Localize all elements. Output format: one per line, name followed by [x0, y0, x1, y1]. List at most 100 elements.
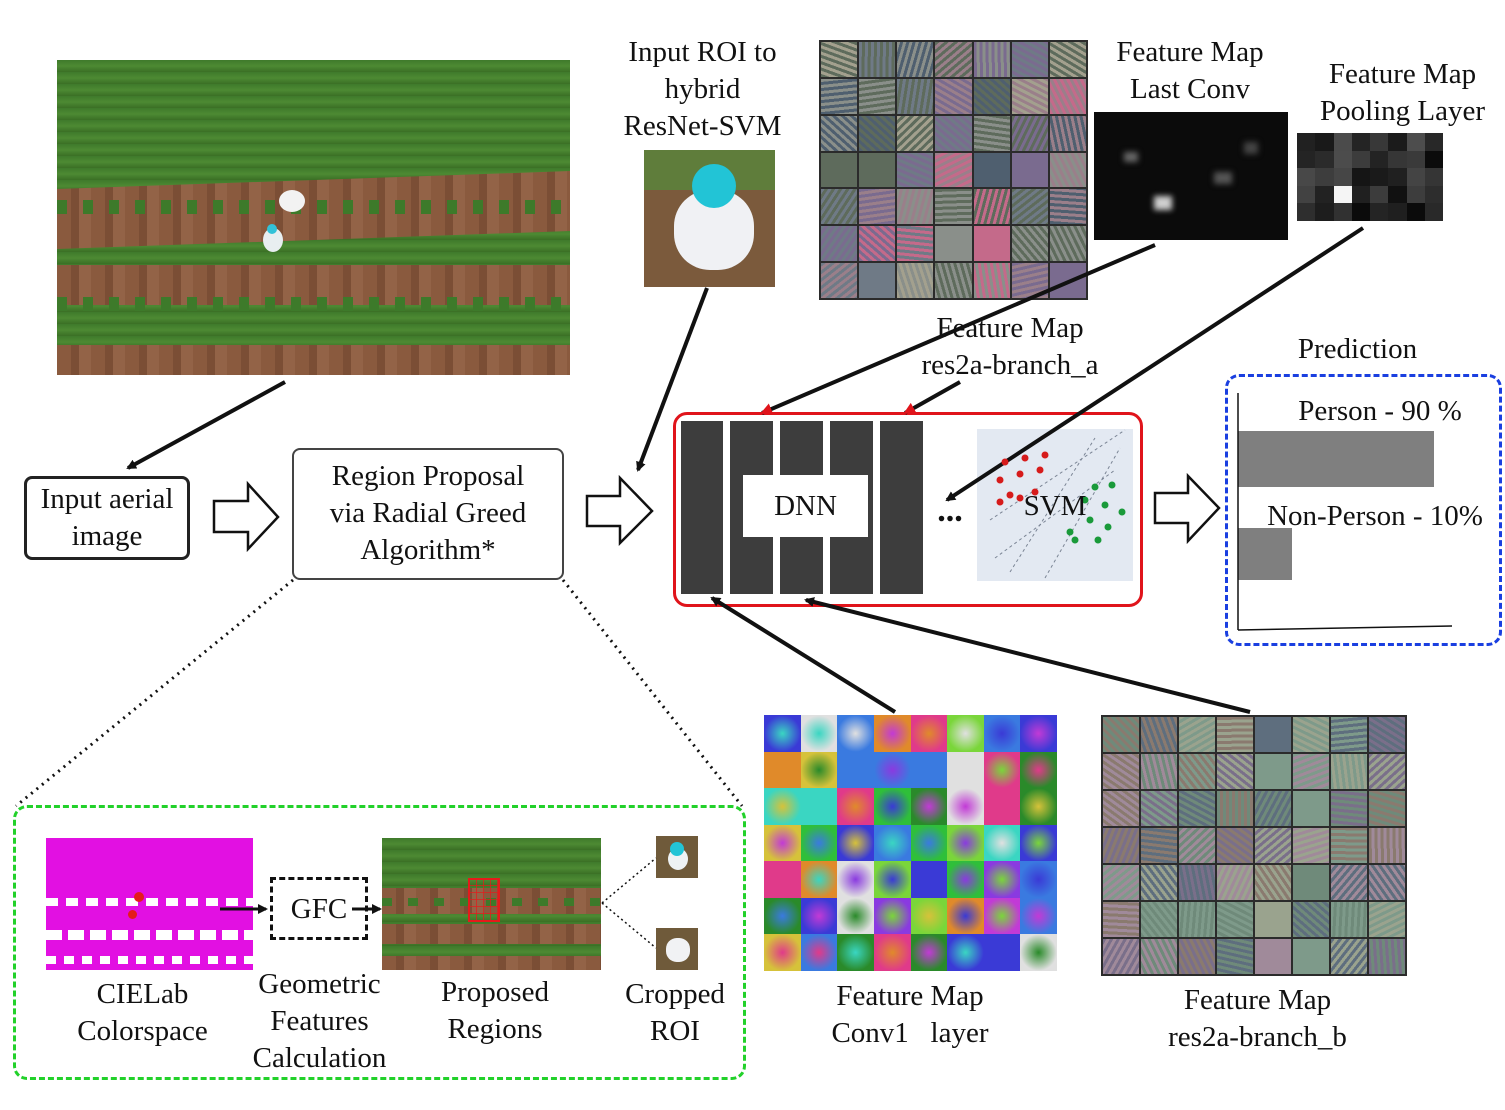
feature-tile	[1217, 902, 1253, 937]
feature-tile	[1049, 226, 1086, 262]
block-arrow-1	[212, 480, 280, 553]
cielab-image	[46, 838, 253, 970]
feature-tile	[897, 189, 934, 225]
feature-tile	[821, 78, 858, 114]
feature-map-res2a-b	[1101, 715, 1407, 976]
pool-cell	[1370, 150, 1389, 169]
feature-tile	[859, 115, 896, 151]
pool-cell	[1406, 168, 1425, 186]
pool-cell	[1388, 203, 1407, 221]
feature-tile	[1331, 902, 1367, 937]
feature-tile	[1369, 939, 1405, 974]
pool-cell	[1297, 203, 1316, 221]
fm-pooling-image	[1297, 133, 1443, 221]
feature-tile	[1011, 115, 1048, 151]
feature-tile	[910, 861, 948, 898]
feature-tile	[859, 189, 896, 225]
feature-tile	[1217, 939, 1253, 974]
feature-tile	[1331, 791, 1367, 826]
feature-tile	[1293, 902, 1329, 937]
feature-tile	[897, 263, 934, 298]
feature-tile	[1255, 754, 1291, 789]
feature-tile	[1011, 189, 1048, 225]
svm-point-green	[1101, 501, 1109, 509]
feature-tile	[1217, 828, 1253, 863]
feature-tile	[947, 751, 984, 789]
svm-point-green	[1081, 496, 1089, 504]
zoom-line-left	[15, 578, 294, 808]
feature-map-conv1	[764, 715, 1057, 971]
feature-tile	[935, 42, 972, 77]
feature-tile	[764, 715, 801, 752]
svm-point-red	[1041, 451, 1049, 459]
feature-tile	[983, 788, 1021, 825]
dnn-layer-1	[681, 421, 723, 594]
arrow-res2a-a-to-dnn	[903, 380, 961, 415]
feature-tile	[1103, 717, 1139, 752]
svm-point-red	[1001, 458, 1009, 466]
non-person-label: Non-Person - 10%	[1267, 500, 1483, 532]
feature-tile	[1011, 42, 1048, 77]
pool-cell	[1351, 133, 1370, 151]
feature-tile	[1179, 717, 1215, 752]
svm-point-red	[1016, 470, 1024, 478]
feature-tile	[897, 42, 934, 77]
feature-tile	[973, 78, 1010, 114]
feature-tile	[1255, 791, 1291, 826]
pool-cell	[1297, 150, 1316, 169]
feature-tile	[800, 824, 838, 862]
feature-tile	[935, 115, 972, 151]
feature-tile	[1141, 754, 1177, 789]
feature-tile	[973, 152, 1010, 188]
feature-tile	[983, 897, 1021, 935]
feature-tile	[821, 226, 858, 262]
pool-cell	[1424, 150, 1443, 169]
feature-tile	[973, 115, 1010, 151]
pool-cell	[1388, 185, 1407, 204]
feature-tile	[837, 715, 874, 752]
zoom-line-right	[561, 579, 744, 807]
feature-tile	[910, 897, 948, 935]
feature-tile	[859, 42, 896, 77]
feature-tile	[1331, 754, 1367, 789]
dnn-label: DNN	[774, 490, 837, 522]
feature-tile	[1103, 754, 1139, 789]
pool-cell	[1351, 203, 1370, 221]
feature-tile	[1255, 902, 1291, 937]
feature-tile	[897, 226, 934, 262]
feature-tile	[859, 152, 896, 188]
feature-tile	[1103, 902, 1139, 937]
feature-tile	[1049, 78, 1086, 114]
feature-tile	[1255, 865, 1291, 900]
pool-cell	[1388, 133, 1407, 151]
feature-tile	[1020, 788, 1057, 825]
feature-tile	[1179, 791, 1215, 826]
feature-tile	[1020, 861, 1057, 898]
feature-tile	[873, 788, 911, 825]
arrow-lastconv-to-dnn	[760, 243, 1156, 415]
feature-tile	[1217, 865, 1253, 900]
proposed-regions-image	[382, 838, 601, 970]
arrow-res2b-to-dnn	[804, 597, 1251, 714]
feature-tile	[800, 715, 838, 752]
svm-point-green	[1094, 536, 1102, 544]
feature-tile	[1011, 78, 1048, 114]
arrow-pooling-to-svm	[945, 226, 1365, 502]
feature-tile	[821, 263, 858, 298]
feature-tile	[973, 226, 1010, 262]
feature-tile	[947, 897, 984, 935]
feature-tile	[800, 861, 838, 898]
pool-cell	[1315, 133, 1334, 151]
svm-point-green	[1086, 516, 1094, 524]
feature-tile	[1293, 828, 1329, 863]
prediction-x-axis	[1237, 625, 1453, 631]
feature-tile	[1293, 791, 1329, 826]
feature-tile	[935, 78, 972, 114]
feature-tile	[1049, 42, 1086, 77]
feature-tile	[1369, 791, 1405, 826]
feature-tile	[859, 226, 896, 262]
arrow-aerial-to-input	[126, 380, 286, 470]
